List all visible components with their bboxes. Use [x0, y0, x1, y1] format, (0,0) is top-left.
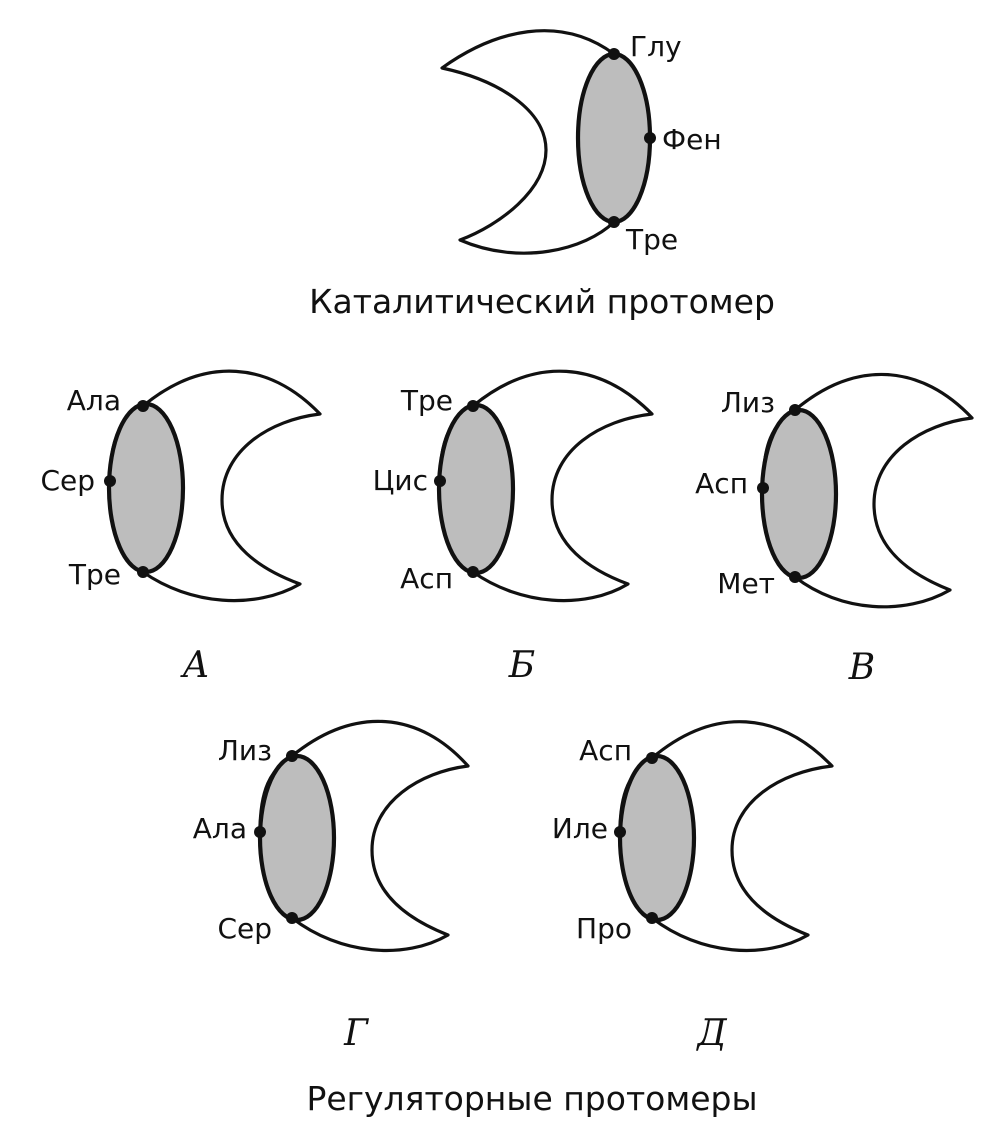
regulatory-b-site-dot-bottom [467, 566, 479, 578]
regulatory-b-site-label-middle: Цис [373, 464, 428, 497]
regulatory-a-site-dot-bottom [137, 566, 149, 578]
regulatory-d-site-dot-top [646, 752, 658, 764]
regulatory-g-site-label-top: Лиз [218, 734, 272, 767]
regulatory-b-site-dot-middle [434, 475, 446, 487]
regulatory-protomer-d: Асп Иле Про [552, 720, 834, 953]
regulatory-b-site-label-top: Тре [400, 384, 453, 417]
regulatory-a-site-label-top: Ала [67, 384, 121, 417]
regulatory-protomer-d-core [617, 753, 697, 923]
regulatory-d-site-label-middle: Иле [552, 812, 608, 845]
regulatory-v-site-label-bottom: Мет [717, 567, 775, 600]
regulatory-a-site-label-middle: Сер [40, 464, 95, 497]
regulatory-protomer-g-core [257, 753, 337, 923]
regulatory-g-letter: Г [343, 1013, 369, 1054]
regulatory-v-site-dot-middle [757, 482, 769, 494]
regulatory-protomer-b-core [436, 402, 516, 576]
regulatory-g-site-dot-bottom [286, 912, 298, 924]
regulatory-caption: Регуляторные протомеры [306, 1079, 757, 1118]
catalytic-site-dot-bottom [608, 216, 620, 228]
regulatory-b-site-dot-top [467, 400, 479, 412]
regulatory-g-site-dot-middle [254, 826, 266, 838]
regulatory-v-site-label-middle: Асп [695, 467, 748, 500]
regulatory-g-site-label-middle: Ала [193, 812, 247, 845]
catalytic-protomer-core [575, 51, 653, 225]
regulatory-protomer-b: Тре Цис Асп [373, 369, 654, 603]
catalytic-site-dot-middle [644, 132, 656, 144]
regulatory-protomer-v-core [759, 407, 839, 581]
catalytic-caption: Каталитический протомер [309, 282, 775, 321]
regulatory-a-letter: А [179, 645, 209, 686]
regulatory-a-site-dot-top [137, 400, 149, 412]
regulatory-v-site-dot-top [789, 404, 801, 416]
regulatory-d-site-label-bottom: Про [576, 912, 632, 945]
regulatory-protomer-a-core [106, 401, 186, 575]
catalytic-site-label-middle: Фен [662, 123, 722, 156]
regulatory-d-site-dot-middle [614, 826, 626, 838]
catalytic-site-dot-top [608, 48, 620, 60]
regulatory-protomer-a: Ала Сер Тре [40, 369, 322, 603]
regulatory-g-site-dot-top [286, 750, 298, 762]
regulatory-d-site-label-top: Асп [579, 734, 632, 767]
catalytic-site-label-bottom: Тре [625, 223, 678, 256]
regulatory-a-site-label-bottom: Тре [68, 558, 121, 591]
catalytic-protomer: Глу Фен Тре [440, 29, 722, 256]
regulatory-v-site-dot-bottom [789, 571, 801, 583]
regulatory-v-site-label-top: Лиз [721, 386, 775, 419]
regulatory-v-letter: В [848, 647, 875, 688]
regulatory-protomer-g: Лиз Ала Сер [193, 719, 470, 953]
regulatory-a-site-dot-middle [104, 475, 116, 487]
regulatory-b-site-label-bottom: Асп [400, 562, 453, 595]
regulatory-g-site-label-bottom: Сер [217, 912, 272, 945]
regulatory-b-letter: Б [508, 645, 535, 686]
regulatory-protomer-v: Лиз Асп Мет [695, 372, 974, 609]
regulatory-d-letter: Д [695, 1013, 727, 1054]
catalytic-site-label-top: Глу [630, 30, 682, 63]
regulatory-d-site-dot-bottom [646, 912, 658, 924]
